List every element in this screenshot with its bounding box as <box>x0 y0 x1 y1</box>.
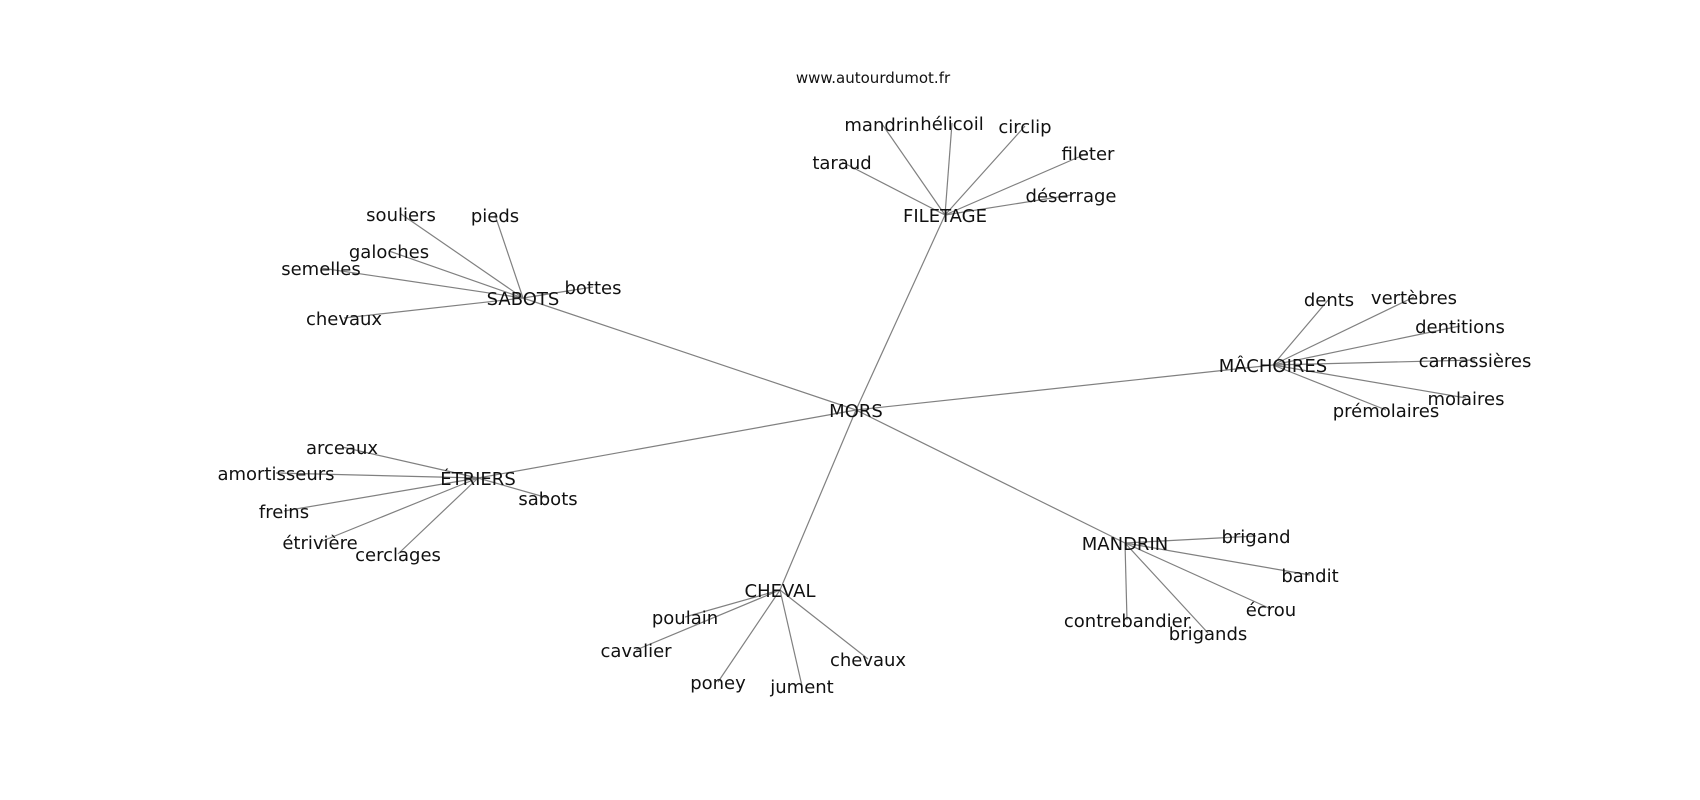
edge-hub-to-leaf <box>635 589 781 651</box>
leaf-node-label: poulain <box>652 608 718 629</box>
edge-hub-to-leaf <box>944 122 953 216</box>
hub-node-label: MÂCHOIRES <box>1219 355 1327 377</box>
hub-node-label: ÉTRIERS <box>440 468 516 490</box>
edge-hub-to-leaf <box>779 589 869 660</box>
hub-node-label: SABOTS <box>487 289 560 310</box>
leaf-node-label: chevaux <box>830 650 906 671</box>
leaf-node-label: pieds <box>471 206 519 227</box>
edge-hub-to-leaf <box>283 477 479 512</box>
hub-node-label: FILETAGE <box>903 206 987 227</box>
leaf-node-label: poney <box>690 673 746 694</box>
site-watermark: www.autourdumot.fr <box>796 69 951 87</box>
leaf-node-label: vertèbres <box>1371 288 1457 309</box>
center-node-label: MORS <box>829 401 883 422</box>
edge-hub-to-leaf <box>1272 325 1461 366</box>
edge-hub-to-leaf <box>1272 364 1467 399</box>
hub-node-label: MANDRIN <box>1082 534 1168 555</box>
leaf-node-label: fileter <box>1062 144 1116 165</box>
edge-hub-to-leaf <box>779 589 803 687</box>
leaf-node-label: mandrin <box>844 115 919 136</box>
edge-hub-to-leaf <box>841 161 946 216</box>
leaf-node-label: cavalier <box>600 641 672 662</box>
edge-center-to-hub <box>855 214 946 411</box>
edge-center-to-hub <box>855 409 1126 544</box>
edge-hub-to-leaf <box>320 267 524 299</box>
edge-center-to-hub <box>855 364 1274 411</box>
edge-hub-to-leaf <box>397 477 479 555</box>
edge-hub-to-leaf <box>477 477 549 499</box>
leaf-node-label: étrivière <box>282 533 357 554</box>
leaf-node-label: carnassières <box>1419 351 1532 372</box>
leaf-node-label: sabots <box>518 489 577 510</box>
leaf-node-label: écrou <box>1246 600 1296 621</box>
leaf-node-label: souliers <box>366 205 436 226</box>
edge-hub-to-leaf <box>341 446 479 479</box>
leaf-node-label: arceaux <box>306 438 378 459</box>
leaf-node-label: freins <box>259 502 309 523</box>
leaf-node-label: dentitions <box>1415 317 1505 338</box>
leaf-node-label: déserrage <box>1026 186 1117 207</box>
edge-hub-to-leaf <box>1124 542 1272 610</box>
edge-hub-to-leaf <box>1124 535 1257 544</box>
leaf-node-label: chevaux <box>306 309 382 330</box>
leaf-node-label: brigand <box>1221 527 1290 548</box>
edge-hub-to-leaf <box>494 214 524 299</box>
edge-hub-to-leaf <box>944 125 1026 216</box>
edge-hub-to-leaf <box>1124 542 1128 621</box>
edge-hub-to-leaf <box>717 589 781 683</box>
edge-hub-to-leaf <box>1272 364 1387 411</box>
hub-node-label: CHEVAL <box>745 581 816 602</box>
edge-center-to-hub <box>522 297 857 411</box>
leaf-node-label: bottes <box>564 278 621 299</box>
edge-hub-to-leaf <box>881 123 946 216</box>
edge-hub-to-leaf <box>388 250 524 299</box>
leaf-node-label: brigands <box>1169 624 1248 645</box>
edge-hub-to-leaf <box>1272 359 1476 366</box>
edge-hub-to-leaf <box>1124 542 1209 634</box>
leaf-node-label: cerclages <box>355 545 441 566</box>
edge-center-to-hub <box>779 409 857 591</box>
leaf-node-label: hélicoil <box>920 114 983 135</box>
leaf-node-label: galoches <box>349 242 429 263</box>
edge-hub-to-leaf <box>522 286 594 299</box>
edge-hub-to-leaf <box>1124 542 1311 576</box>
edge-hub-to-leaf <box>319 477 479 543</box>
leaf-node-label: contrebandier <box>1064 611 1191 632</box>
edge-hub-to-leaf <box>684 589 781 618</box>
leaf-node-label: amortisseurs <box>217 464 334 485</box>
leaf-node-label: molaires <box>1427 389 1504 410</box>
edge-center-to-hub <box>477 409 857 479</box>
edge-hub-to-leaf <box>1272 298 1330 366</box>
leaf-node-label: semelles <box>281 259 361 280</box>
edge-hub-to-leaf <box>1272 296 1415 366</box>
leaf-node-label: jument <box>769 677 833 698</box>
leaf-node-label: bandit <box>1281 566 1338 587</box>
edge-hub-to-leaf <box>944 152 1089 216</box>
leaf-node-label: dents <box>1304 290 1354 311</box>
edge-hub-to-leaf <box>400 213 524 299</box>
edge-hub-to-leaf <box>944 194 1072 216</box>
leaf-node-label: circlip <box>998 117 1051 138</box>
leaf-node-label: prémolaires <box>1333 401 1440 422</box>
edge-hub-to-leaf <box>275 472 479 479</box>
leaf-node-label: taraud <box>812 153 871 174</box>
edge-hub-to-leaf <box>343 297 524 319</box>
edge-layer <box>275 122 1476 687</box>
